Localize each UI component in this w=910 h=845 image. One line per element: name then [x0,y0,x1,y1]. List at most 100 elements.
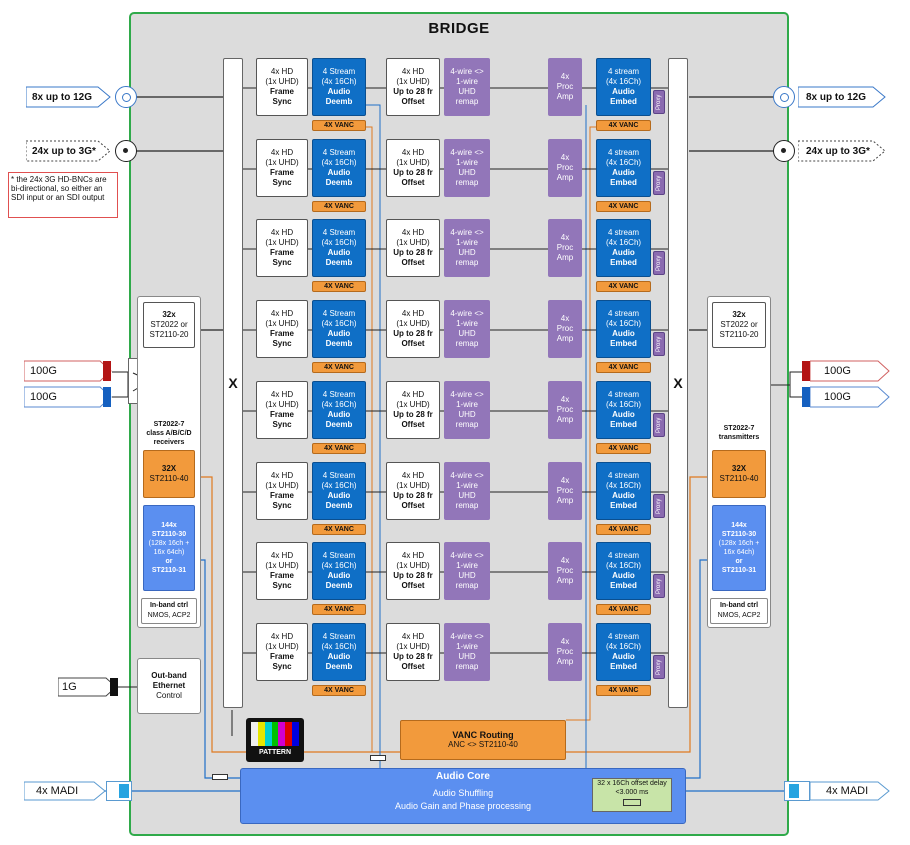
port-8x-12g-right: 8x up to 12G [798,86,886,108]
box-label: UHD [458,87,476,96]
bnc-connector-icon [773,140,795,162]
box-label: Offset [401,662,425,671]
box-label: UHD [458,652,476,661]
qsfp-port-icon [103,387,111,407]
box-label: 4 Stream [322,551,356,560]
inband-ctrl-left: In-band ctrl NMOS, ACP2 [141,598,197,624]
proxy-box: Proxy [653,494,665,518]
box-label: Embed [610,339,637,348]
box-label: (4x 16Ch) [321,77,357,86]
delay-icon [623,799,641,806]
box-label: (1x UHD) [396,238,430,247]
color-bars-icon [251,722,300,746]
box-label: 4 stream [607,471,640,480]
box-label: 1-wire [456,400,478,409]
box-label: 4x [560,556,570,565]
port-24x-3g-right: 24x up to 3G* [798,140,886,162]
bnc-footnote: * the 24x 3G HD-BNCs are bi-directional,… [8,172,118,218]
box-label: Frame [269,491,294,500]
box-label: Audio [327,168,351,177]
box-label: (1x UHD) [396,400,430,409]
box-label: Deemb [325,97,353,106]
box-label: 4 stream [607,228,640,237]
box-label: 4 Stream [322,309,356,318]
box-label: 4X VANC [608,121,639,129]
box-label: Audio [612,248,635,257]
qsfp-port-icon [802,361,810,381]
proxy-box: Proxy [653,655,665,679]
box-label: Frame [269,652,294,661]
box-label: 4X VANC [608,444,639,452]
box-label: Audio [327,652,351,661]
box-label: 4x [560,72,570,81]
port-24x-3g-left: 24x up to 3G* [26,140,111,162]
box-label: 4 Stream [322,471,356,480]
box-label: Embed [610,258,637,267]
box-label: (1x UHD) [265,319,299,328]
box-label: Embed [610,662,637,671]
st2110-30-receive-box: 144x ST2110-30 (128x 16ch + 16x 64ch) or… [143,505,195,591]
proxy-box: Proxy [653,251,665,275]
vanc-insert-box: 4X VANC [596,201,651,212]
box-label: Amp [556,657,574,666]
box-label: Audio [612,652,635,661]
box-label: 4x HD [270,67,294,76]
box-label: Frame [269,248,294,257]
box-label: 4x HD [401,148,425,157]
box-label: Audio [327,329,351,338]
box-label: Deemb [325,420,353,429]
box-label: Sync [272,178,292,187]
st2110-40-transmit-box: 32X ST2110-40 [712,450,766,498]
proxy-box: Proxy [653,574,665,598]
box-label: 4x HD [401,390,425,399]
box-label: Up to 28 fr [393,248,433,257]
box-label: Amp [556,415,574,424]
box-label: 4 Stream [322,390,356,399]
box-label: (4x 16Ch) [605,400,642,409]
vanc-extract-box: 4X VANC [312,281,366,292]
box-label: Amp [556,92,574,101]
box-label: Sync [272,501,292,510]
box-label: (1x UHD) [265,77,299,86]
box-label: 4 stream [607,148,640,157]
port-1g: 1G [58,677,118,697]
box-label: 4X VANC [608,686,639,694]
box-label: 4x HD [401,67,425,76]
box-label: Amp [556,576,574,585]
port-100g-right-a: 100G [810,360,890,382]
box-label: (4x 16Ch) [321,158,357,167]
box-label: (1x UHD) [265,158,299,167]
box-label: (4x 16Ch) [321,238,357,247]
box-label: 4x HD [270,471,294,480]
box-label: Sync [272,97,292,106]
box-label: remap [455,178,479,187]
box-label: Proc [556,566,574,575]
box-label: Up to 28 fr [393,571,433,580]
box-label: Proxy [656,578,662,594]
box-label: Deemb [325,662,353,671]
port-madi-right: 4x MADI [810,781,890,801]
delay-icon [212,774,228,780]
box-label: Proxy [656,175,662,191]
box-label: (4x 16Ch) [605,481,642,490]
box-label: 4X VANC [324,686,354,694]
box-label: Offset [401,97,425,106]
box-label: 4x HD [401,471,425,480]
box-label: (1x UHD) [265,238,299,247]
box-label: 4X VANC [608,605,639,613]
